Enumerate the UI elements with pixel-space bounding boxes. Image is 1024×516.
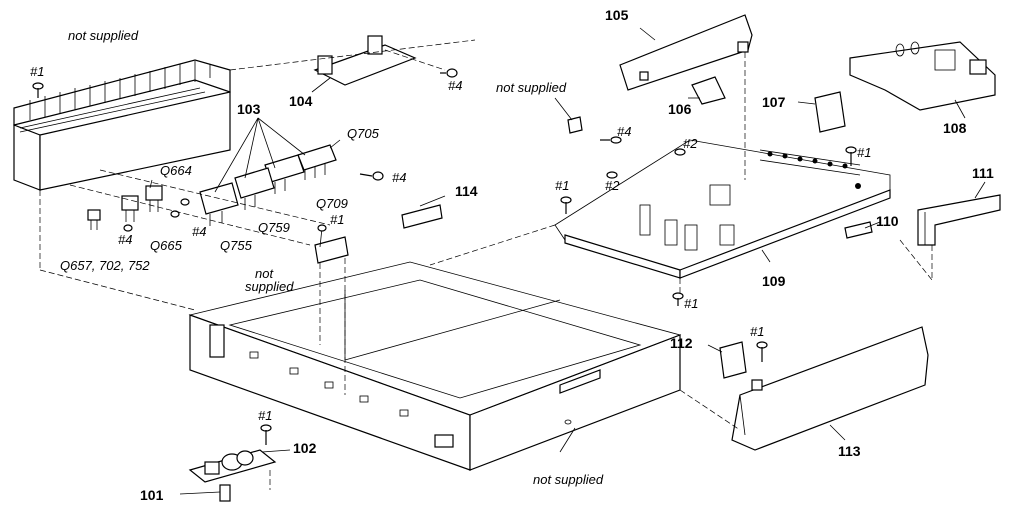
- transistor-q759: [234, 167, 275, 210]
- label-part-106: 106: [668, 101, 692, 117]
- label-part-108: 108: [943, 120, 967, 136]
- note-not-supplied-right: not supplied: [496, 80, 567, 95]
- label-q755: Q755: [220, 238, 253, 253]
- part-114-plate: [401, 195, 446, 229]
- note-supplied: supplied: [245, 279, 294, 294]
- screw-1-icon: [756, 341, 768, 362]
- label-screw-4: #4: [448, 78, 462, 93]
- screw-4-icon: [123, 198, 190, 232]
- screw-1-icon: [32, 82, 44, 98]
- screw-2-icon: [606, 148, 686, 179]
- part-107-plate: [797, 91, 846, 133]
- part-110-bracket: [844, 221, 881, 239]
- screw-4-icon: [600, 136, 622, 144]
- screw-1-icon: [260, 424, 272, 445]
- label-q657-group: Q657, 702, 752: [60, 258, 150, 273]
- label-screw-2: #2: [605, 178, 620, 193]
- label-part-105: 105: [605, 7, 629, 23]
- note-not-supplied-heatsink: not supplied: [68, 28, 139, 43]
- part-111-ribbon-cable: [917, 181, 1001, 280]
- label-part-104: 104: [289, 93, 313, 109]
- label-part-109: 109: [762, 273, 786, 289]
- label-screw-4: #4: [192, 224, 206, 239]
- transistor-q755: [199, 182, 239, 226]
- label-screw-1: #1: [857, 145, 871, 160]
- label-screw-1: #1: [30, 64, 44, 79]
- label-part-113: 113: [838, 443, 861, 459]
- label-q664: Q664: [160, 163, 192, 178]
- note-not: not: [255, 266, 274, 281]
- part-101-bracket: [179, 484, 231, 502]
- label-q705: Q705: [347, 126, 380, 141]
- small-clip: [554, 97, 583, 134]
- label-screw-4: #4: [392, 170, 406, 185]
- label-part-110: 110: [876, 213, 899, 229]
- label-part-101: 101: [140, 487, 164, 503]
- label-q759: Q759: [258, 220, 290, 235]
- screw-4-icon: [440, 68, 458, 78]
- label-part-107: 107: [762, 94, 786, 110]
- label-screw-4: #4: [617, 124, 631, 139]
- part-113-panel: [731, 326, 929, 451]
- label-q709: Q709: [316, 196, 348, 211]
- part-108-board: [849, 41, 996, 119]
- transistor-q665: [121, 195, 139, 222]
- projection-lines-left: [39, 39, 476, 311]
- transistor-q705: [297, 144, 337, 180]
- label-screw-2: #2: [683, 136, 698, 151]
- screw-1-icon: [560, 146, 857, 306]
- label-screw-1: #1: [750, 324, 764, 339]
- part-105-panel: [619, 14, 753, 180]
- transistor-q664: [145, 185, 163, 212]
- part-102-assembly: [188, 449, 291, 490]
- transistor-q657-group: [87, 209, 101, 230]
- part-106-bracket: [688, 76, 726, 105]
- label-part-102: 102: [293, 440, 317, 456]
- part-112-plate: [707, 341, 747, 379]
- screw-4-icon: [359, 171, 384, 181]
- label-screw-1: #1: [684, 296, 698, 311]
- label-part-111: 111: [972, 165, 994, 181]
- label-part-112: 112: [670, 335, 693, 351]
- part-104-bracket: [313, 35, 446, 86]
- label-screw-1: #1: [555, 178, 569, 193]
- label-part-114: 114: [455, 183, 478, 199]
- label-screw-1: #1: [258, 408, 272, 423]
- part-109-chassis: [429, 139, 891, 295]
- heatsink: [13, 59, 231, 191]
- label-q665: Q665: [150, 238, 183, 253]
- label-screw-4: #4: [118, 232, 132, 247]
- leader-103: [214, 117, 306, 193]
- main-chassis: [188, 261, 682, 471]
- label-part-103: 103: [237, 101, 261, 117]
- label-screw-1: #1: [330, 212, 344, 227]
- note-not-supplied-bottom: not supplied: [533, 472, 604, 487]
- small-bracket: [314, 224, 349, 395]
